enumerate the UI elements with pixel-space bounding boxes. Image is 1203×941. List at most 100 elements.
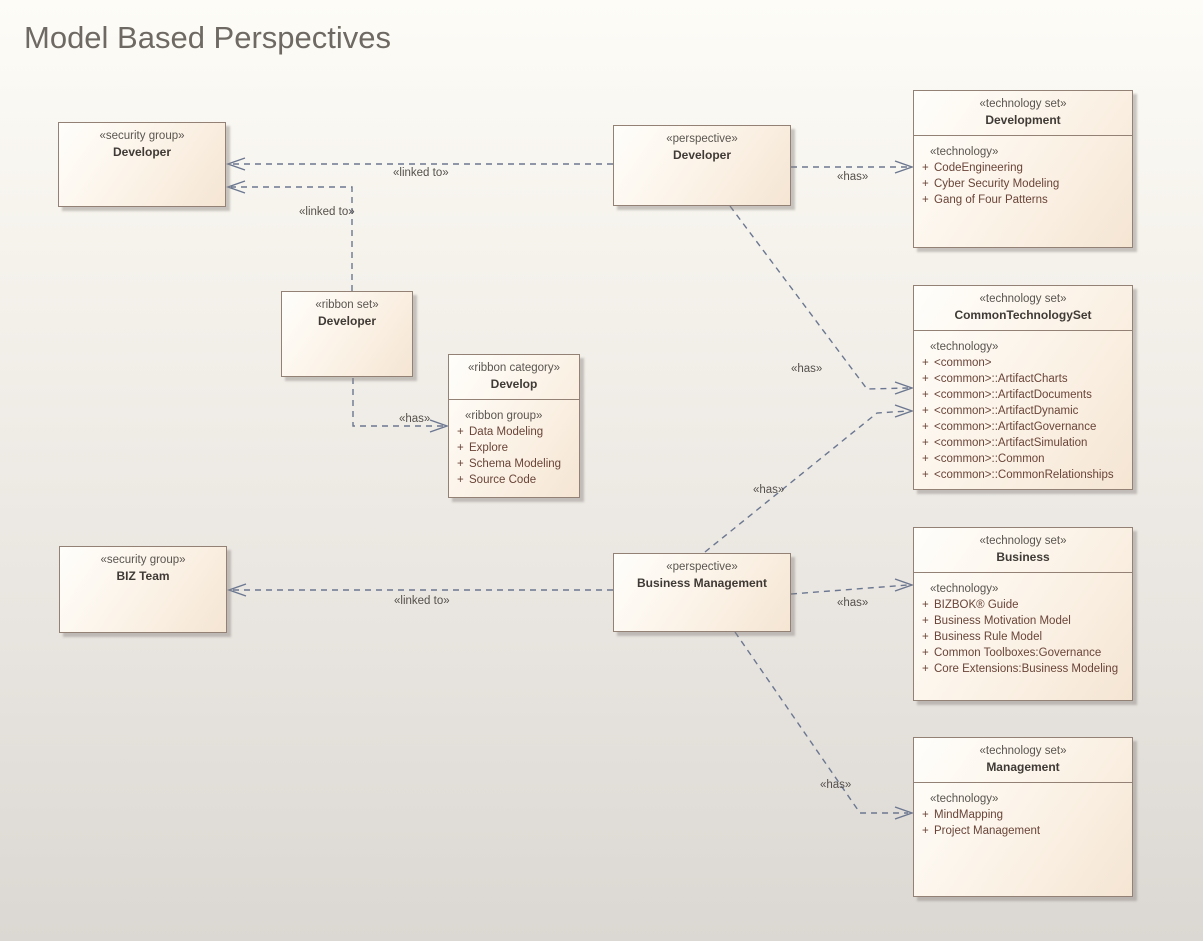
node-stereotype: «security group» [99, 130, 185, 142]
node-name: Developer [672, 148, 732, 162]
node-perspective-developer[interactable]: «perspective» Developer [613, 125, 791, 206]
plus-icon: + [457, 474, 464, 486]
connector-label-linked-to: «linked to» [393, 167, 449, 179]
plus-icon: + [922, 469, 929, 481]
list-item: +Gang of Four Patterns [914, 192, 1132, 208]
plus-icon: + [457, 426, 464, 438]
node-header: «technology set» CommonTechnologySet [914, 286, 1132, 331]
connector-label-linked-to: «linked to» [394, 595, 450, 607]
connector-label-has: «has» [753, 484, 785, 496]
node-stereotype: «ribbon category» [467, 362, 561, 374]
node-compartment: «technology» +BIZBOK® Guide +Business Mo… [914, 573, 1132, 677]
plus-icon: + [922, 437, 929, 449]
plus-icon: + [922, 405, 929, 417]
list-item: +Core Extensions:Business Modeling [914, 661, 1132, 677]
open-arrowhead-icon [894, 381, 915, 395]
node-security-group-developer[interactable]: «security group» Developer [58, 122, 226, 207]
node-name: BIZ Team [116, 569, 170, 583]
node-name: Develop [490, 377, 538, 391]
plus-icon: + [457, 458, 464, 470]
open-arrowhead-icon [894, 160, 915, 174]
open-arrowhead-icon [429, 419, 450, 433]
connector-label-has: «has» [837, 597, 869, 609]
compartment-stereotype: «ribbon group» [465, 410, 543, 422]
node-ribbon-set-developer[interactable]: «ribbon set» Developer [281, 291, 413, 377]
list-item: +Business Motivation Model [914, 613, 1132, 629]
plus-icon: + [922, 615, 929, 627]
list-item: +<common>::ArtifactDynamic [914, 403, 1132, 419]
compartment-stereotype: «technology» [930, 146, 999, 158]
connector-label-has: «has» [837, 171, 869, 183]
node-techset-business[interactable]: «technology set» Business «technology» +… [913, 527, 1133, 701]
node-stereotype: «technology set» [979, 745, 1067, 757]
plus-icon: + [922, 453, 929, 465]
open-arrowhead-icon [894, 806, 915, 820]
plus-icon: + [922, 194, 929, 206]
node-header: «technology set» Development [914, 91, 1132, 136]
node-stereotype: «perspective» [666, 561, 738, 573]
open-arrowhead-icon [225, 180, 246, 194]
list-item: +<common>::ArtifactGovernance [914, 419, 1132, 435]
node-header: «technology set» Management [914, 738, 1132, 783]
connector-label-has: «has» [399, 413, 431, 425]
connector-linked-to-ribbonset[interactable] [231, 186, 353, 291]
node-stereotype: «technology set» [979, 535, 1067, 547]
node-name: Developer [317, 314, 377, 328]
open-arrowhead-icon [894, 404, 915, 418]
node-compartment: «ribbon group» +Data Modeling +Explore +… [449, 400, 579, 488]
list-item: +<common>::CommonRelationships [914, 467, 1132, 483]
list-item: +<common>::ArtifactCharts [914, 371, 1132, 387]
node-header: «technology set» Business [914, 528, 1132, 573]
plus-icon: + [922, 599, 929, 611]
node-security-group-biz-team[interactable]: «security group» BIZ Team [59, 546, 227, 633]
node-perspective-business-management[interactable]: «perspective» Business Management [613, 553, 791, 632]
list-item: +<common> [914, 355, 1132, 371]
compartment-stereotype: «technology» [930, 793, 999, 805]
list-item: +MindMapping [914, 807, 1132, 823]
plus-icon: + [922, 389, 929, 401]
plus-icon: + [922, 631, 929, 643]
connector-has-develop[interactable] [352, 378, 444, 427]
list-item: +BIZBOK® Guide [914, 597, 1132, 613]
node-compartment: «technology» +CodeEngineering +Cyber Sec… [914, 136, 1132, 208]
node-techset-management[interactable]: «technology set» Management «technology»… [913, 737, 1133, 897]
node-compartment: «technology» +MindMapping +Project Manag… [914, 783, 1132, 839]
plus-icon: + [922, 421, 929, 433]
node-compartment: «technology» +<common> +<common>::Artifa… [914, 331, 1132, 483]
plus-icon: + [922, 178, 929, 190]
node-name: Business [996, 550, 1050, 564]
plus-icon: + [457, 442, 464, 454]
connector-label-has: «has» [791, 363, 823, 375]
open-arrowhead-icon [225, 157, 246, 171]
list-item: +Schema Modeling [449, 456, 579, 472]
list-item: +<common>::ArtifactDocuments [914, 387, 1132, 403]
plus-icon: + [922, 373, 929, 385]
plus-icon: + [922, 809, 929, 821]
compartment-stereotype: «technology» [930, 341, 999, 353]
list-item: +<common>::ArtifactSimulation [914, 435, 1132, 451]
node-ribbon-category-develop[interactable]: «ribbon category» Develop «ribbon group»… [448, 354, 580, 498]
list-item: +Explore [449, 440, 579, 456]
connector-label-has: «has» [820, 779, 852, 791]
node-name: Developer [112, 145, 172, 159]
plus-icon: + [922, 663, 929, 675]
connector-label-linked-to: «linked to» [299, 206, 355, 218]
node-name: Business Management [636, 576, 768, 590]
connector-has-business[interactable] [790, 584, 909, 595]
plus-icon: + [922, 647, 929, 659]
connector-has-common-bm[interactable] [704, 410, 909, 553]
node-techset-common[interactable]: «technology set» CommonTechnologySet «te… [913, 285, 1133, 490]
compartment-stereotype: «technology» [930, 583, 999, 595]
node-name: Development [985, 113, 1061, 127]
list-item: +Common Toolboxes:Governance [914, 645, 1132, 661]
plus-icon: + [922, 162, 929, 174]
node-header: «ribbon category» Develop [449, 355, 579, 400]
node-stereotype: «security group» [100, 554, 186, 566]
list-item: +Cyber Security Modeling [914, 176, 1132, 192]
node-techset-development[interactable]: «technology set» Development «technology… [913, 90, 1133, 248]
list-item: +Data Modeling [449, 424, 579, 440]
list-item: +CodeEngineering [914, 160, 1132, 176]
connector-has-common-dev[interactable] [729, 205, 909, 390]
